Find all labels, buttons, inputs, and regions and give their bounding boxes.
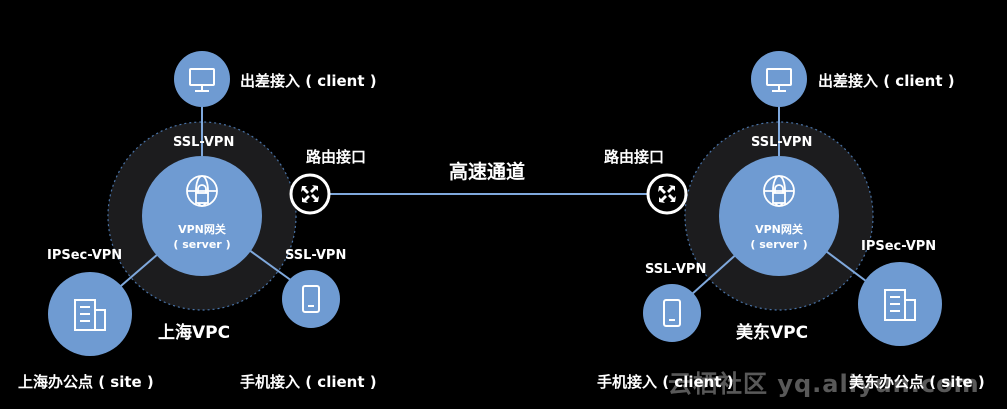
gateway-subtitle: ( server ) [173, 238, 231, 251]
shanghai-gateway-label: VPN网关 ( server ) [162, 222, 242, 252]
useast-router-node[interactable] [646, 173, 688, 215]
shanghai-router-interface-label: 路由接口 [306, 148, 367, 166]
useast-gateway-label: VPN网关 ( server ) [739, 222, 819, 252]
lock-globe-icon [763, 175, 795, 207]
shanghai-mobile-client-node[interactable] [282, 270, 340, 328]
shanghai-mobile-access-label: 手机接入 ( client ) [240, 373, 377, 391]
useast-ssl-vpn-top-label: SSL-VPN [751, 135, 813, 150]
router-icon [301, 185, 319, 203]
useast-ssl-vpn-side-label: SSL-VPN [645, 262, 707, 277]
router-icon [658, 185, 676, 203]
useast-ipsec-vpn-label: IPSec-VPN [861, 239, 937, 254]
useast-office-site-label: 美东办公点 ( site ) [849, 373, 985, 391]
phone-icon [302, 285, 320, 313]
shanghai-office-site-label: 上海办公点 ( site ) [18, 373, 154, 391]
monitor-icon [766, 68, 792, 92]
shanghai-vpc-label: 上海VPC [158, 323, 231, 343]
useast-router-interface-label: 路由接口 [604, 148, 665, 166]
watermark: 云栖社区 yq.aliyun.com [668, 370, 980, 398]
building-icon [884, 289, 916, 321]
phone-icon [663, 299, 681, 327]
useast-travel-access-label: 出差接入 ( client ) [818, 72, 955, 90]
shanghai-router-node[interactable] [289, 173, 331, 215]
monitor-icon [189, 68, 215, 92]
shanghai-ipsec-vpn-label: IPSec-VPN [47, 248, 123, 263]
shanghai-ssl-vpn-side-label: SSL-VPN [285, 248, 347, 263]
gateway-title: VPN网关 [755, 223, 803, 236]
lock-globe-icon [186, 175, 218, 207]
building-icon [74, 299, 106, 331]
gateway-title: VPN网关 [178, 223, 226, 236]
useast-travel-client-node[interactable] [751, 51, 807, 107]
shanghai-gateway-node[interactable] [142, 156, 262, 276]
high-speed-channel-label: 高速通道 [449, 161, 526, 183]
gateway-subtitle: ( server ) [750, 238, 808, 251]
useast-gateway-node[interactable] [719, 156, 839, 276]
shanghai-ssl-vpn-top-label: SSL-VPN [173, 135, 235, 150]
useast-vpc-label: 美东VPC [736, 323, 809, 343]
useast-mobile-access-label: 手机接入 ( client ) [597, 373, 734, 391]
shanghai-travel-client-node[interactable] [174, 51, 230, 107]
useast-mobile-client-node[interactable] [643, 284, 701, 342]
shanghai-travel-access-label: 出差接入 ( client ) [240, 72, 377, 90]
